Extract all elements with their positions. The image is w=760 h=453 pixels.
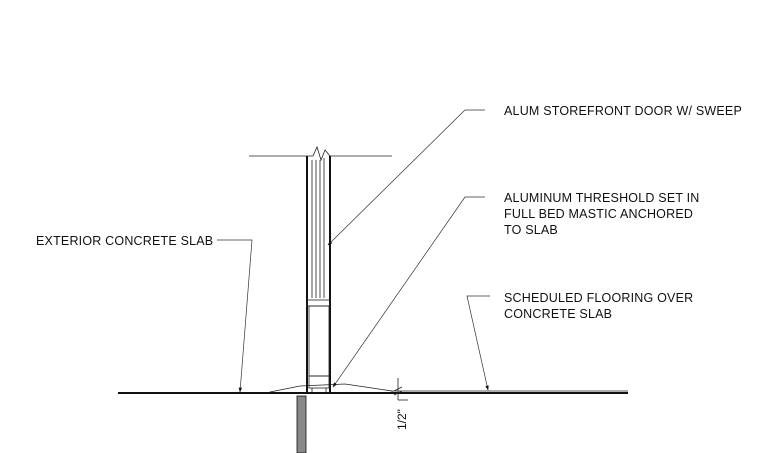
head-line [249, 145, 392, 162]
note-exterior-slab: EXTERIOR CONCRETE SLAB [36, 234, 213, 248]
door-section [306, 156, 331, 392]
note-threshold-line-2: FULL BED MASTIC ANCHORED [504, 207, 693, 221]
note-flooring-line-2: CONCRETE SLAB [504, 307, 612, 321]
note-door: ALUM STOREFRONT DOOR W/ SWEEP [504, 104, 742, 118]
dimension-label: 1/2" [395, 409, 409, 430]
note-flooring-line-1: SCHEDULED FLOORING OVER [504, 291, 693, 305]
note-flooring: SCHEDULED FLOORING OVER CONCRETE SLAB [504, 291, 697, 321]
leader-flooring [466, 295, 490, 391]
note-door-line-1: ALUM STOREFRONT DOOR W/ SWEEP [504, 104, 742, 118]
note-threshold-line-3: TO SLAB [504, 223, 558, 237]
note-threshold-line-1: ALUMINUM THRESHOLD SET IN [504, 191, 700, 205]
dimension-half-inch: 1/2" [393, 378, 409, 430]
slab-joint [296, 395, 307, 453]
leader-exterior-slab [217, 239, 253, 393]
leader-door [327, 109, 485, 246]
leader-threshold [332, 196, 485, 388]
slab-line [118, 390, 628, 394]
note-exterior-slab-line-1: EXTERIOR CONCRETE SLAB [36, 234, 213, 248]
note-threshold: ALUMINUM THRESHOLD SET IN FULL BED MASTI… [504, 191, 703, 237]
